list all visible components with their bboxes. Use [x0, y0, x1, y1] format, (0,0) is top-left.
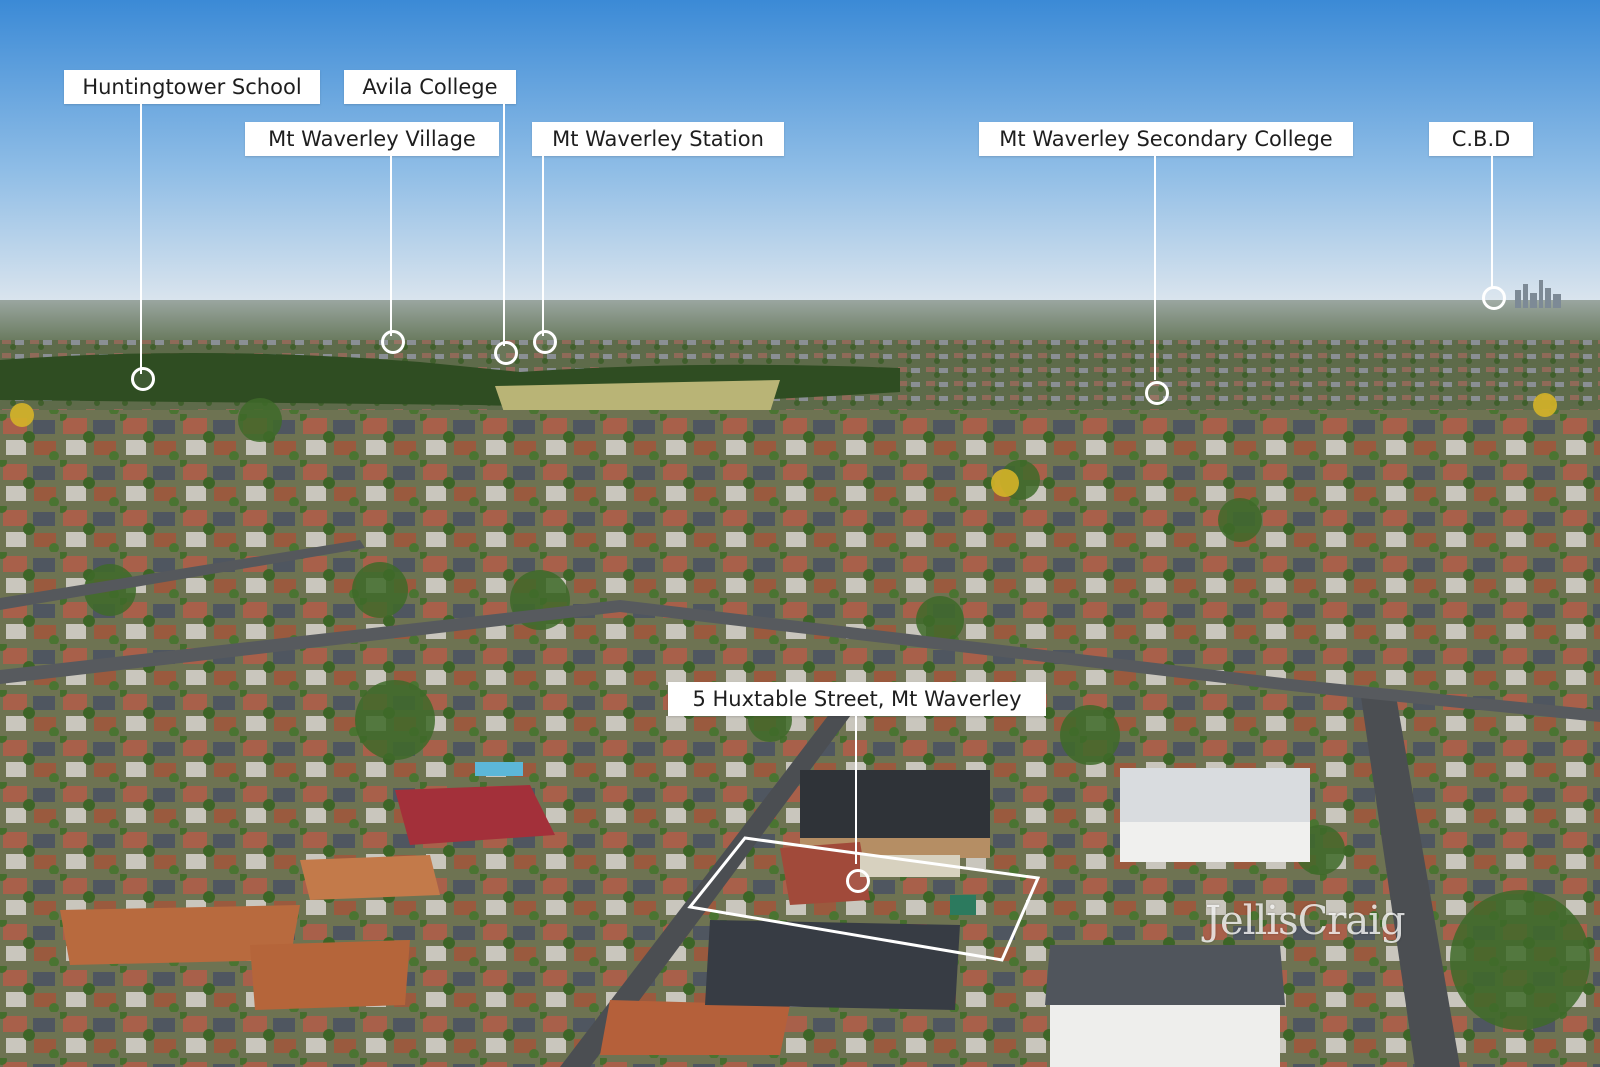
landmark-pin-station [533, 330, 557, 354]
landmark-pin-huntingtower [131, 367, 155, 391]
property-address-label: 5 Huxtable Street, Mt Waverley [668, 682, 1046, 716]
landmark-leader-station [542, 156, 544, 336]
landmark-pin-avila [494, 341, 518, 365]
landmark-label-secondary: Mt Waverley Secondary College [979, 122, 1353, 156]
property-leader [855, 716, 857, 864]
landmark-pin-village [381, 330, 405, 354]
landmark-label-avila: Avila College [344, 70, 516, 104]
agency-watermark: JellisCraig [1205, 898, 1406, 944]
landmark-leader-cbd [1491, 156, 1493, 288]
landmark-label-station: Mt Waverley Station [532, 122, 784, 156]
landmark-label-huntingtower: Huntingtower School [64, 70, 320, 104]
property-pin [846, 869, 870, 893]
landmark-leader-avila [503, 104, 505, 346]
landmark-leader-huntingtower [140, 104, 142, 374]
landmark-pin-secondary [1145, 381, 1169, 405]
landmark-pin-cbd [1482, 286, 1506, 310]
landmark-leader-secondary [1154, 156, 1156, 380]
property-boundary [687, 836, 1041, 962]
landmark-label-village: Mt Waverley Village [245, 122, 499, 156]
landmark-label-cbd: C.B.D [1429, 122, 1533, 156]
landmark-leader-village [390, 156, 392, 336]
